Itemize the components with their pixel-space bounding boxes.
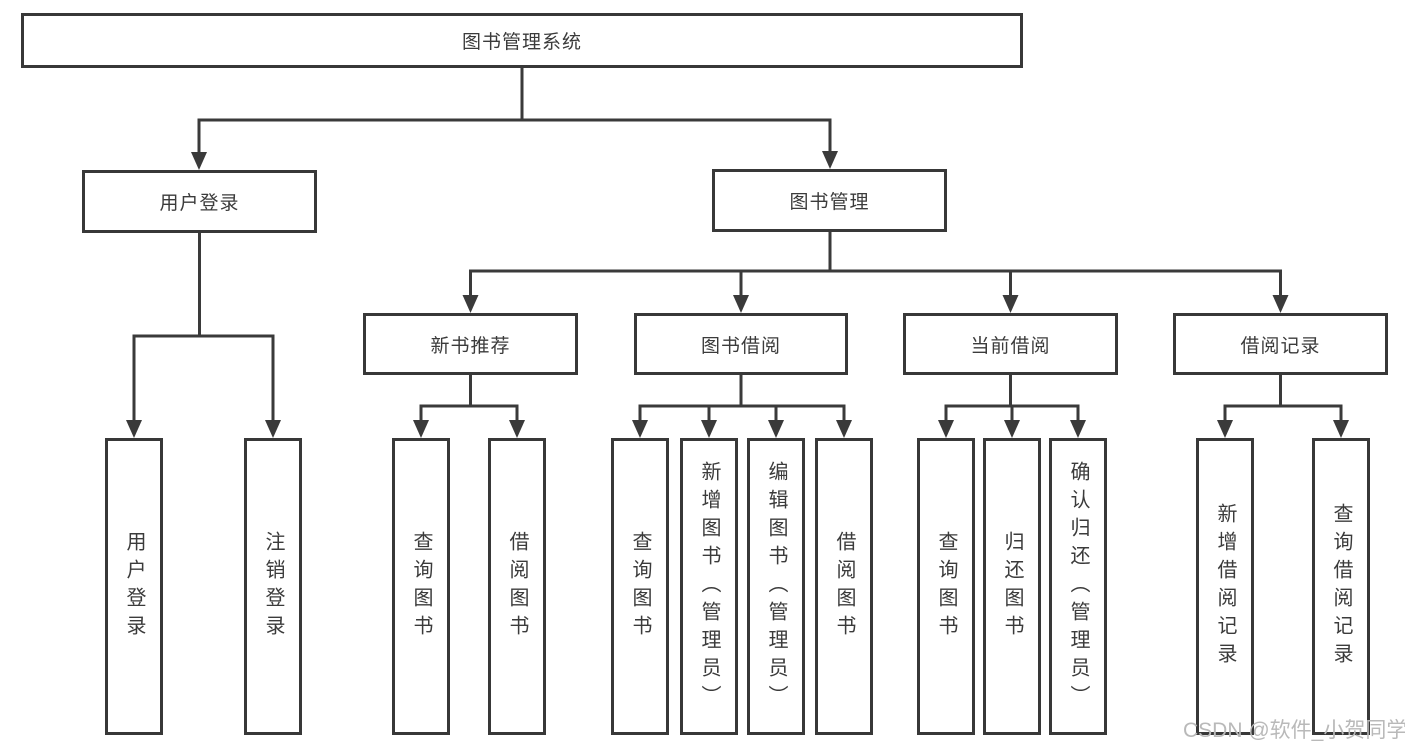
csdn-watermark: CSDN @软件_小贺同学 — [1183, 719, 1405, 742]
node-leaf-query-borrow-record: 查询借阅记录 — [1312, 438, 1370, 735]
node-user-login: 用户登录 — [82, 170, 317, 233]
node-borrowing-records-label: 借阅记录 — [1240, 335, 1321, 357]
node-user-login-label: 用户登录 — [159, 193, 240, 214]
node-leaf-logout: 注销登录 — [244, 438, 302, 735]
node-leaf-confirm-return-admin-label: 确认归还（管理员） — [1067, 460, 1089, 713]
node-root: 图书管理系统 — [21, 13, 1023, 68]
node-leaf-edit-books-admin: 编辑图书（管理员） — [747, 438, 805, 735]
node-book-borrowing-label: 图书借阅 — [700, 335, 781, 357]
node-leaf-query-borrow-record-label: 查询借阅记录 — [1330, 502, 1352, 671]
connector-current-borrow-to-leaves — [938, 375, 1086, 438]
node-leaf-query-books-3-label: 查询图书 — [935, 530, 957, 643]
node-new-book-recommendation-label: 新书推荐 — [430, 335, 511, 357]
node-leaf-add-books-admin-label: 新增图书（管理员） — [698, 460, 720, 713]
node-leaf-borrow-books-1: 借阅图书 — [488, 438, 546, 735]
node-leaf-return-books: 归还图书 — [983, 438, 1041, 735]
node-leaf-add-borrow-record-label: 新增借阅记录 — [1214, 502, 1236, 671]
node-current-borrowing-label: 当前借阅 — [970, 335, 1051, 357]
node-leaf-add-books-admin: 新增图书（管理员） — [680, 438, 738, 735]
node-leaf-query-books-2: 查询图书 — [611, 438, 669, 735]
node-leaf-query-books-1: 查询图书 — [392, 438, 450, 735]
node-leaf-return-books-label: 归还图书 — [1001, 530, 1023, 643]
node-new-book-recommendation: 新书推荐 — [363, 313, 578, 375]
node-leaf-borrow-books-2: 借阅图书 — [815, 438, 873, 735]
node-book-management-label: 图书管理 — [789, 192, 870, 213]
connector-book-borrow-to-leaves — [632, 375, 852, 438]
node-leaf-confirm-return-admin: 确认归还（管理员） — [1049, 438, 1107, 735]
node-root-label: 图书管理系统 — [461, 32, 582, 53]
node-leaf-borrow-books-1-label: 借阅图书 — [506, 530, 528, 643]
node-borrowing-records: 借阅记录 — [1173, 313, 1388, 375]
node-current-borrowing: 当前借阅 — [903, 313, 1118, 375]
connector-new-book-rec-to-leaves — [413, 375, 525, 438]
node-leaf-query-books-3: 查询图书 — [917, 438, 975, 735]
connector-book-mgmt-to-level3 — [462, 232, 1289, 313]
node-leaf-user-login: 用户登录 — [105, 438, 163, 735]
node-book-borrowing: 图书借阅 — [634, 313, 848, 375]
node-book-management: 图书管理 — [712, 169, 947, 232]
node-leaf-user-login-label: 用户登录 — [123, 530, 145, 643]
connector-borrow-records-to-leaves — [1217, 375, 1349, 438]
node-leaf-add-borrow-record: 新增借阅记录 — [1196, 438, 1254, 735]
node-leaf-edit-books-admin-label: 编辑图书（管理员） — [765, 460, 787, 713]
node-leaf-logout-label: 注销登录 — [262, 530, 284, 643]
node-leaf-query-books-1-label: 查询图书 — [410, 530, 432, 643]
node-leaf-query-books-2-label: 查询图书 — [629, 530, 651, 643]
connector-user-login-to-leaves — [126, 233, 281, 438]
node-leaf-borrow-books-2-label: 借阅图书 — [833, 530, 855, 643]
connector-root-to-level2 — [191, 68, 838, 170]
